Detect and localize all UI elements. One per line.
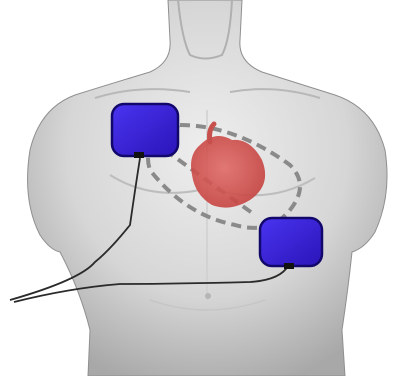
- navel: [205, 293, 211, 299]
- defibrillator-pad-upper: [112, 104, 178, 158]
- defibrillator-pad-lower: [260, 218, 322, 269]
